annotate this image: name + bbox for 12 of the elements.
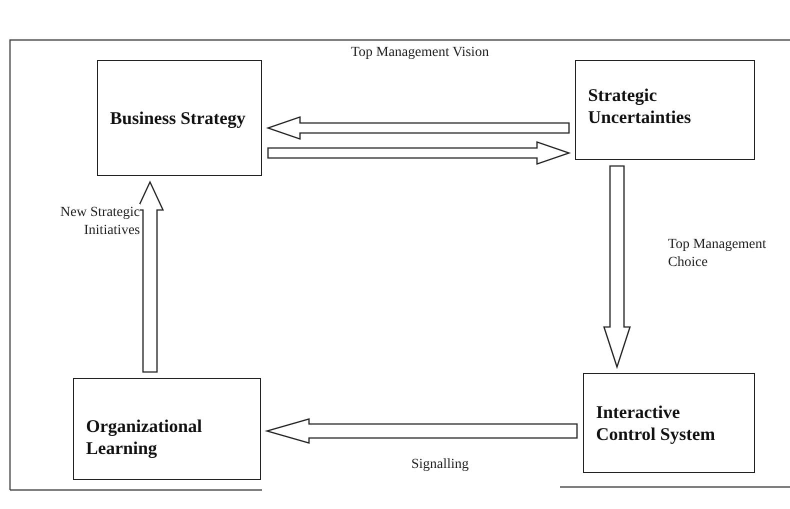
- block-arrow: [267, 141, 571, 165]
- box-label: Strategic Uncertainties: [588, 84, 692, 128]
- box-label: Interactive Control System: [596, 400, 716, 446]
- box-label: Business Strategy: [110, 106, 246, 130]
- process-box: [575, 60, 755, 160]
- box-label: Organizational Learning: [86, 414, 203, 460]
- block-arrow: [266, 116, 570, 140]
- process-box: [97, 60, 262, 176]
- block-arrow: [603, 165, 631, 370]
- process-box: [73, 378, 261, 480]
- process-box: [583, 373, 755, 473]
- block-arrow: [264, 418, 578, 444]
